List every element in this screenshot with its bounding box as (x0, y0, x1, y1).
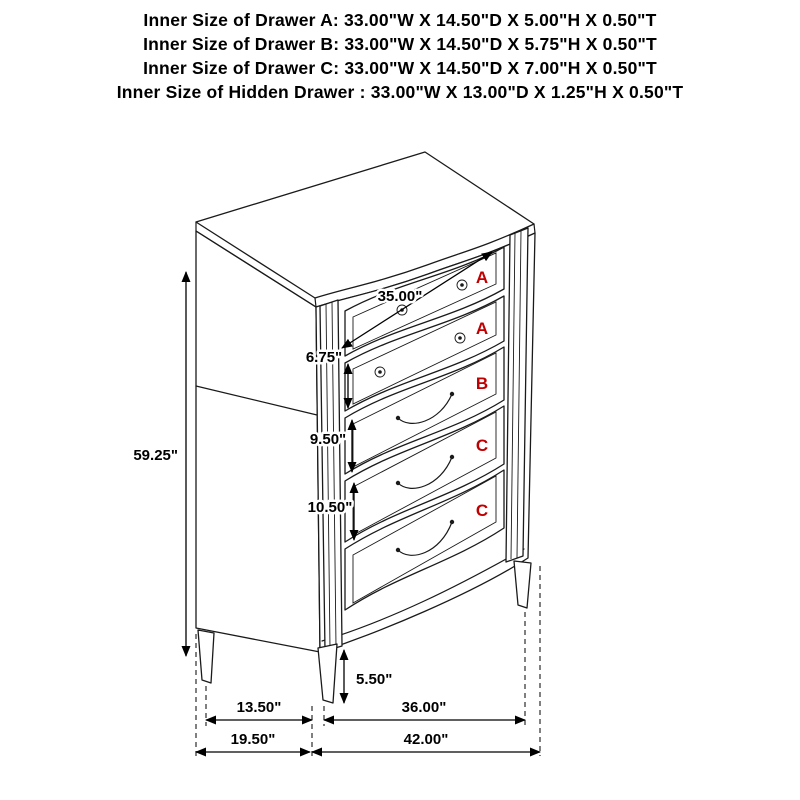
drawer-label-c1: C (476, 436, 488, 455)
dim-overall-height: 59.25" (131, 271, 191, 657)
spec-line-hidden-drawer: Inner Size of Hidden Drawer : 33.00"W X … (116, 82, 684, 102)
bail-handle-icon (395, 391, 455, 424)
dim-leg-height: 5.50" (339, 649, 395, 704)
apron-line (321, 548, 525, 642)
dim-side-depth-overall-label: 19.50" (231, 731, 276, 748)
dim-drawer-a-height-label: 6.75" (306, 349, 342, 366)
drawer-c-upper (344, 405, 505, 543)
right-pilaster (505, 227, 529, 563)
dim-drawer-b-height-label: 9.50" (310, 431, 346, 448)
dim-drawer-width-label: 35.00" (378, 288, 423, 305)
dim-drawer-b-height: 9.50" (307, 419, 357, 473)
dim-side-depth-inner-label: 13.50" (237, 699, 282, 716)
bail-handle-icon (395, 519, 455, 556)
front-left-leg (317, 643, 338, 704)
dim-side-depth-inner: 13.50" (205, 697, 313, 725)
drawer-label-a2: A (476, 319, 488, 338)
dim-front-width-inner: 36.00" (323, 697, 526, 725)
dim-overall-height-label: 59.25" (133, 447, 178, 464)
dim-side-depth-overall: 19.50" (195, 729, 311, 757)
dim-front-width-overall-label: 42.00" (404, 731, 449, 748)
dim-drawer-a-height: 6.75" (303, 347, 353, 409)
chest-side-panel (195, 230, 321, 653)
left-pilaster (319, 299, 343, 652)
spec-line-drawer-a: Inner Size of Drawer A: 33.00"W X 14.50"… (143, 10, 657, 30)
dim-drawer-c-height: 10.50" (305, 482, 359, 541)
front-right-leg (513, 560, 532, 609)
dim-front-width-inner-label: 36.00" (402, 699, 447, 716)
drawer-label-b: B (476, 374, 488, 393)
drawer-label-c2: C (476, 501, 488, 520)
chest-drawing: A A B C C (195, 151, 536, 704)
drawer-label-a1: A (476, 268, 488, 287)
back-left-leg (197, 629, 215, 684)
dim-leg-height-label: 5.50" (356, 671, 392, 688)
dim-drawer-width: 35.00" (341, 251, 493, 349)
spec-line-drawer-b: Inner Size of Drawer B: 33.00"W X 14.50"… (143, 34, 657, 54)
spec-line-drawer-c: Inner Size of Drawer C: 33.00"W X 14.50"… (143, 58, 657, 78)
drawer-c-lower (344, 469, 505, 611)
dim-front-width-overall: 42.00" (311, 729, 541, 757)
bail-handle-icon (395, 454, 455, 489)
spec-header: Inner Size of Drawer A: 33.00"W X 14.50"… (0, 8, 800, 104)
chest-legs (197, 560, 532, 704)
dim-drawer-c-height-label: 10.50" (308, 499, 353, 516)
side-rail-line (195, 385, 318, 416)
